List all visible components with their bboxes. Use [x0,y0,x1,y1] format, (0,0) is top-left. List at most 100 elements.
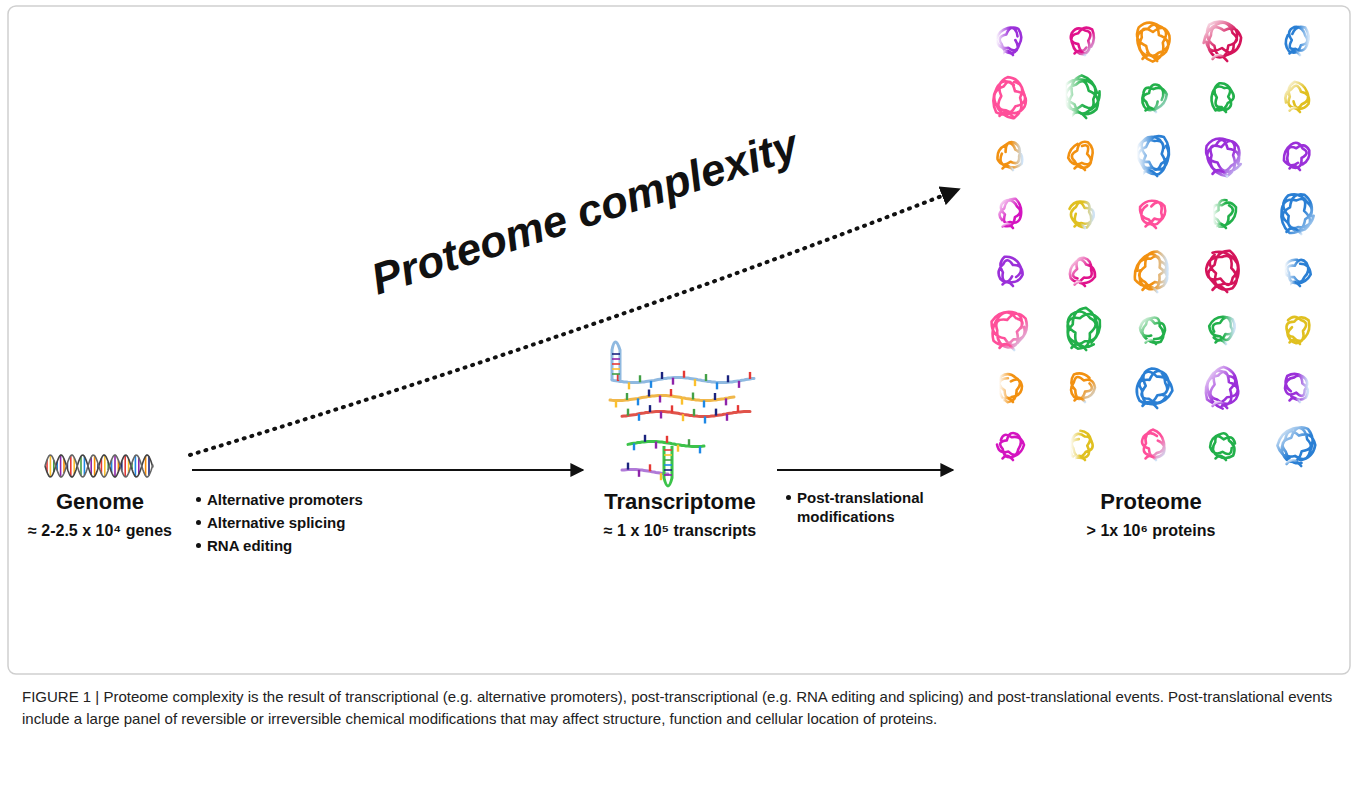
dna-rung [70,456,72,477]
flow-arrow [777,469,953,471]
stem-loop [612,342,620,380]
dna-rung [60,455,62,477]
base-tick [725,398,727,405]
flow-arrow [192,469,583,471]
base-tick [660,412,662,419]
protein-tail [1003,398,1014,402]
figure-caption: FIGURE 1 | Proteome complexity is the re… [22,686,1338,730]
protein-fold [1135,252,1168,290]
base-tick [704,416,706,423]
base-tick [699,446,701,453]
step-label: RNA editing [195,536,467,555]
protein-fold [999,374,1022,402]
base-tick [749,372,751,379]
stage-name: Genome [56,489,144,515]
stem-pair [664,459,672,461]
protein-tail [1146,108,1157,112]
protein-tail [1075,398,1086,402]
step-label: Alternative splicing [195,513,467,532]
edge-label: Proteome complexity [366,119,805,304]
protein-fold [1204,22,1242,58]
base-tick [727,375,729,382]
protein-tail [1075,166,1086,170]
protein-fold [1206,251,1238,290]
base-tick [626,393,628,400]
protein-tail [1213,402,1228,408]
base-tick [677,445,679,452]
base-tick [715,409,717,416]
base-tick [638,414,640,421]
protein-tail [1290,166,1301,170]
protein-fold [1281,194,1313,233]
base-tick [639,375,641,382]
protein-tail [1143,402,1158,408]
protein-fold [1285,82,1309,109]
stem-pair [612,353,620,355]
base-tick [683,371,685,378]
protein-tail [1075,456,1086,460]
protein-fold [1068,142,1093,168]
frame-border [8,6,1350,674]
stem-pair [664,464,672,466]
protein-fold [1071,373,1095,399]
protein-tail [1075,282,1086,286]
base-tick [644,435,646,442]
stage-node: Genome ≈ 2-2.5 x 10⁴ genes [10,445,190,541]
protein-fold [1142,85,1167,111]
dna-strand [45,455,153,477]
protein-fold [1137,23,1170,62]
protein-fold [1285,374,1308,400]
protein-fold [997,433,1024,457]
stem-pair [664,454,672,456]
protein-tail [1143,55,1158,61]
protein-fold [1284,260,1310,283]
protein-tail [1146,340,1157,344]
base-tick [737,405,739,412]
protein-tail [1290,398,1301,402]
protein-tail [1075,51,1086,55]
stem-pair [612,358,620,360]
protein-tail [1003,224,1014,228]
stage-count: ≈ 2-2.5 x 10⁴ genes [28,521,172,541]
protein-fold [1286,317,1309,343]
protein-fold [997,142,1022,167]
protein-tail [1213,55,1228,61]
protein-tail [1290,108,1301,112]
protein-tail [1216,340,1227,344]
protein-tail [1000,344,1015,350]
stage-node: Transcriptome≈ 1 x 10⁵ transcripts [585,358,775,541]
protein-tail [1000,112,1015,118]
stage-count: > 1x 10⁶ proteins [1087,521,1216,541]
protein-fold [1277,427,1315,463]
base-tick [666,436,668,443]
stage-name: Proteome [1100,489,1201,515]
protein-tail [1143,286,1158,292]
dna-rung [114,455,116,477]
protein-fold [999,199,1021,226]
protein-tail [1146,456,1157,460]
dna-rung [145,456,147,476]
stem-pair [612,368,620,370]
base-tick [716,382,718,389]
base-tick [655,442,657,449]
stem-pair [612,363,620,365]
protein-fold [1286,27,1309,53]
protein-tail [1290,282,1301,286]
base-tick [670,389,672,396]
base-tick [688,439,690,446]
protein-fold [999,257,1023,283]
base-tick [649,464,651,471]
protein-fold [1210,433,1235,458]
dna-rung [104,455,106,477]
protein-tail [1216,456,1227,460]
protein-tail [1216,224,1227,228]
base-tick [681,398,683,405]
stem-pair [612,373,620,375]
base-tick [615,400,617,407]
stage-node: Proteome > 1x 10⁶ proteins [955,8,1347,541]
dna-rung [94,456,96,477]
transcript-strand [622,412,750,417]
protein-fold [1070,258,1095,283]
